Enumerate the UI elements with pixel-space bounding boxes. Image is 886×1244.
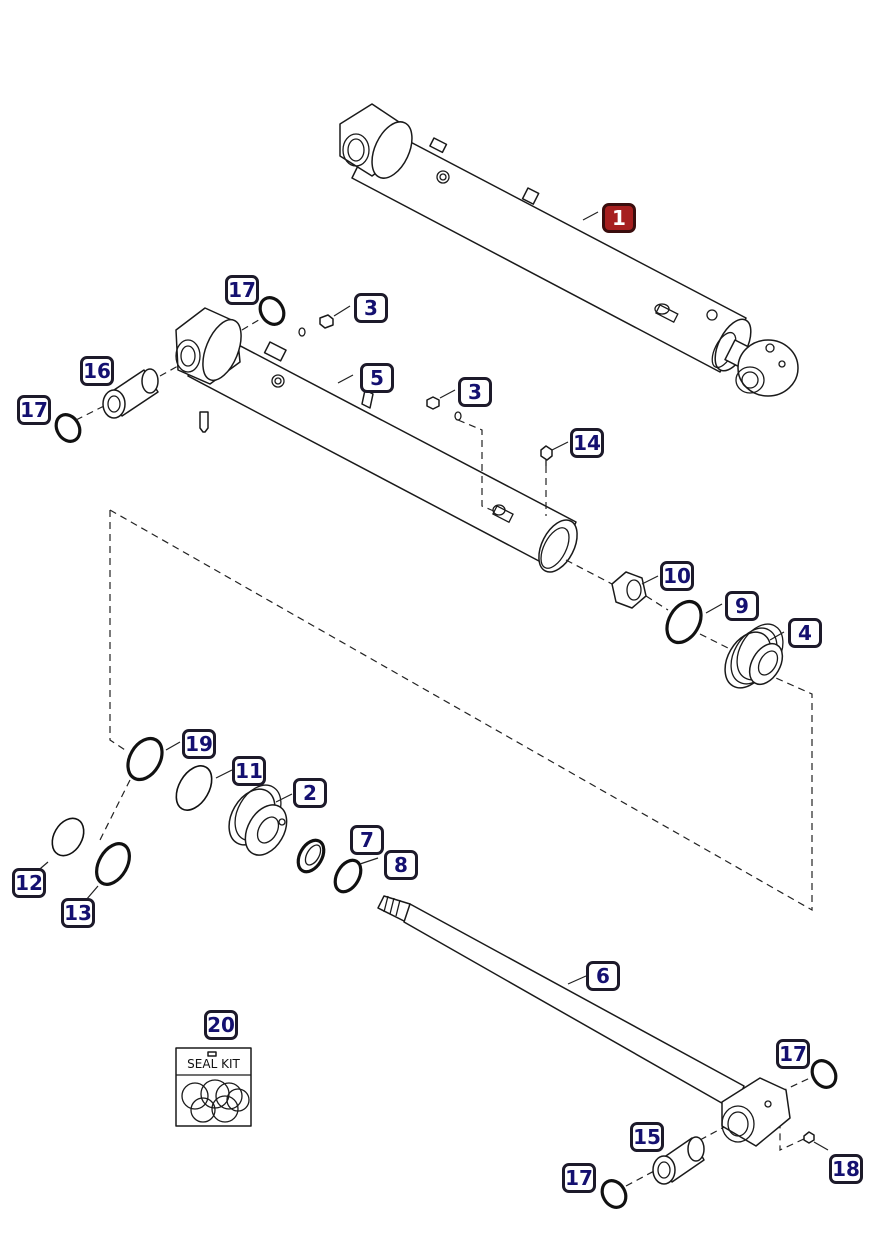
fitting-part-3-upper[interactable] [298,305,351,337]
cylinder-assembly-part-1[interactable] [339,103,799,397]
o-ring-part-17-right[interactable] [807,1056,840,1091]
label-part-16[interactable]: 16 [80,356,114,386]
label-part-17[interactable]: 17 [17,395,51,425]
label-part-9[interactable]: 9 [725,591,759,621]
rod-part-6[interactable] [377,895,791,1147]
label-part-10[interactable]: 10 [660,561,694,591]
label-part-8[interactable]: 8 [384,850,418,880]
label-part-18[interactable]: 18 [829,1154,863,1184]
grease-fitting-part-14[interactable] [540,441,569,466]
fitting-part-3-lower[interactable] [426,389,462,421]
seal-kit-text: SEAL KIT [187,1057,240,1071]
label-part-19[interactable]: 19 [182,729,216,759]
label-part-2[interactable]: 2 [293,778,327,808]
label-part-20[interactable]: 20 [204,1010,238,1040]
bushing-part-15[interactable] [652,1136,705,1185]
label-part-11[interactable]: 11 [232,756,266,786]
label-part-3[interactable]: 3 [458,377,492,407]
ring-part-11[interactable] [169,760,233,817]
barrel-part-5[interactable] [175,307,585,578]
label-part-7[interactable]: 7 [350,825,384,855]
nut-part-10[interactable] [611,571,659,609]
label-part-5[interactable]: 5 [360,363,394,393]
seal-kit-part-20[interactable]: SEAL KIT [175,1047,252,1127]
gland-part-2[interactable] [220,777,295,862]
label-part-15[interactable]: 15 [630,1122,664,1152]
ring-part-13[interactable] [85,838,136,901]
label-part-17[interactable]: 17 [776,1039,810,1069]
ring-part-9[interactable] [660,595,723,648]
o-ring-part-17-top[interactable] [255,293,288,328]
ring-part-12[interactable] [33,813,90,875]
grease-fitting-part-18[interactable] [803,1131,829,1151]
label-part-14[interactable]: 14 [570,428,604,458]
label-part-13[interactable]: 13 [61,898,95,928]
label-part-17[interactable]: 17 [562,1163,596,1193]
label-part-12[interactable]: 12 [12,868,46,898]
ring-part-19[interactable] [121,732,181,785]
ring-part-7[interactable] [293,836,329,876]
label-part-17[interactable]: 17 [225,275,259,305]
wiper-part-8[interactable] [330,856,379,896]
o-ring-part-17-left[interactable] [51,410,84,445]
label-part-1[interactable]: 1 [602,203,636,233]
label-part-4[interactable]: 4 [788,618,822,648]
piston-part-4[interactable] [716,616,793,696]
o-ring-part-17-bottom[interactable] [597,1176,630,1211]
label-part-6[interactable]: 6 [586,961,620,991]
bushing-part-16[interactable] [102,368,159,419]
label-part-3[interactable]: 3 [354,293,388,323]
